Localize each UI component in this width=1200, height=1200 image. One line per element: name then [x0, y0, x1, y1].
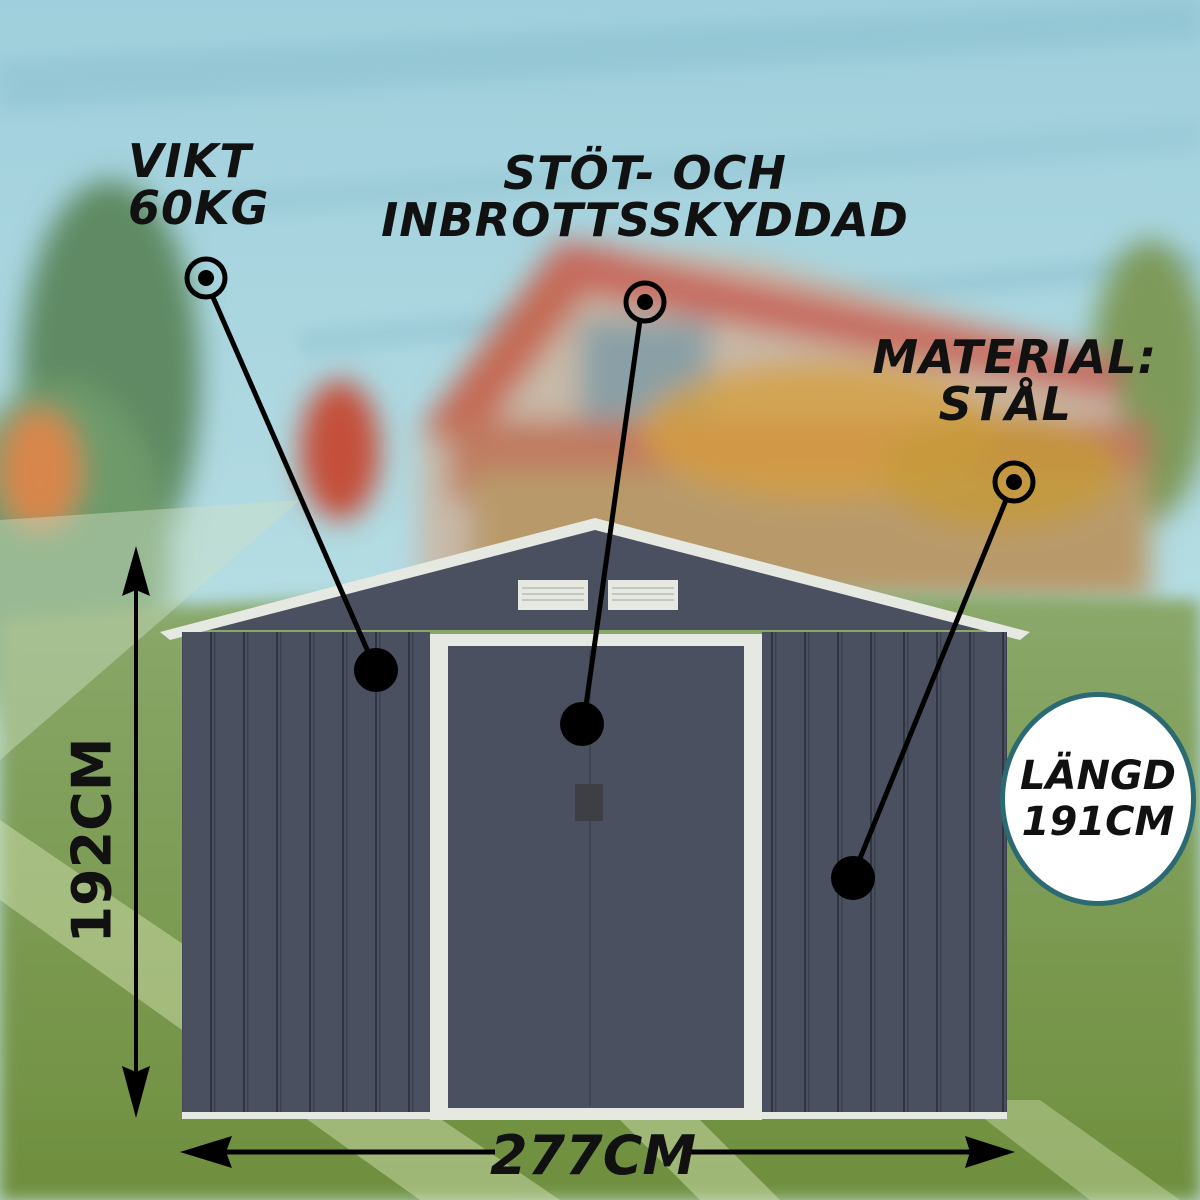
shed-left-wall: [182, 632, 430, 1117]
target-ring-icon: [184, 256, 228, 300]
shed-vent-left: [518, 580, 588, 610]
weight-label-value: 60KG: [128, 180, 270, 235]
callout-dot-right-wall: [831, 856, 875, 900]
target-ring-icon: [992, 460, 1036, 504]
length-badge: LÄNGD 191CM: [1000, 692, 1196, 906]
shed-gable: [178, 522, 1010, 630]
security-label-line2: INBROTTSSKYDDAD: [381, 192, 909, 247]
length-badge-title: LÄNGD: [1020, 753, 1176, 799]
security-label-line1: STÖT- OCH: [503, 146, 787, 200]
length-badge-value: 191CM: [1021, 799, 1175, 845]
double-arrow-vertical-icon: [122, 546, 150, 1118]
callout-dot-door: [560, 702, 604, 746]
material-label: MATERIAL: STÅL: [862, 334, 1157, 428]
weight-label: VIKT 60KG: [128, 138, 269, 232]
shed-vent-right: [608, 580, 678, 610]
height-dimension: 192CM: [60, 720, 124, 960]
width-dimension-label: 277CM: [490, 1124, 697, 1187]
material-label-title: MATERIAL:: [872, 330, 1157, 384]
material-label-value: STÅL: [938, 376, 1072, 431]
garden-shed: [160, 518, 1030, 1120]
target-ring-icon: [623, 280, 667, 324]
weight-label-title: VIKT: [128, 134, 252, 188]
security-label: STÖT- OCH INBROTTSSKYDDAD: [380, 150, 910, 244]
shed-door-handle: [575, 784, 603, 821]
double-arrow-horizontal-icon: [180, 1136, 1015, 1168]
height-dimension-label: 192CM: [60, 736, 124, 944]
callout-dot-wall: [354, 648, 398, 692]
shed-base: [182, 1112, 1007, 1119]
shed-right-wall: [762, 632, 1007, 1117]
callout-lines: [209, 293, 1009, 879]
